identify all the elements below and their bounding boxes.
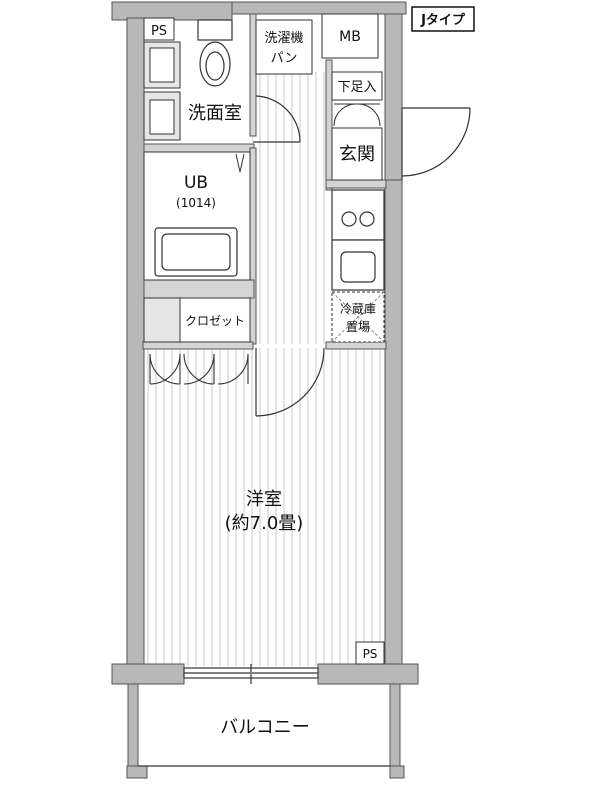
wall-bottom-left <box>111 663 185 685</box>
balcony-wall-left <box>127 683 139 767</box>
shoe-box-door <box>333 103 381 127</box>
closet-label: クロゼット <box>185 314 245 328</box>
wall-corridor-right <box>325 59 333 191</box>
room-door <box>255 347 325 417</box>
wall-right <box>384 13 403 181</box>
washer-pan-box <box>255 19 313 75</box>
wall-bottom-right <box>317 663 419 685</box>
balcony-wall-right <box>389 683 401 767</box>
type-label: Jタイプ <box>420 13 466 28</box>
wall-kitchen-top <box>325 179 387 189</box>
wall-right-lower <box>384 179 403 667</box>
shelf-lower-inner <box>149 99 175 135</box>
entrance-label: 玄関 <box>339 144 375 165</box>
wall-room-top <box>142 341 254 350</box>
bathtub-icon <box>154 227 238 277</box>
entrance-box <box>331 127 383 181</box>
balcony-window <box>183 664 319 684</box>
wall-wash-right <box>249 13 257 137</box>
western-room-size: (約7.0畳) <box>225 513 304 534</box>
interior-walls <box>142 13 387 350</box>
shoe-box <box>331 71 383 101</box>
fridge-line2: 置場 <box>346 320 370 334</box>
wall-ub-top <box>143 143 255 153</box>
entry-door <box>401 107 471 180</box>
wall-top-left <box>111 1 233 21</box>
mb-box <box>321 13 379 59</box>
washer-pan-line2: パン <box>271 51 298 66</box>
wall-room-top-right <box>325 341 387 350</box>
washroom-label: 洗面室 <box>188 103 242 124</box>
shoe-box-label: 下足入 <box>337 80 376 95</box>
wall-left <box>126 17 145 667</box>
type-label-box <box>411 6 475 32</box>
sink-icon <box>331 239 385 291</box>
washroom-door <box>253 95 301 143</box>
balcony-rail-right <box>389 765 405 779</box>
closet-doors <box>149 353 249 385</box>
ub-door-mark <box>235 153 245 173</box>
shelf-upper-inner <box>149 47 175 83</box>
closet-side-shelf <box>143 297 181 343</box>
mb-label: MB <box>339 29 361 45</box>
fridge-line1: 冷蔵庫 <box>340 302 376 316</box>
western-room-label: 洋室 <box>246 489 282 510</box>
wall-top-right <box>231 1 407 15</box>
balcony-rail-left <box>126 765 148 779</box>
western-room-floor <box>143 348 384 666</box>
ps-box-bottom <box>355 641 385 665</box>
exterior-walls <box>111 1 419 779</box>
washer-pan-line1: 洗濯機 <box>264 31 303 46</box>
washroom-shelves <box>143 41 181 141</box>
toilet-icon <box>197 19 233 87</box>
stove-icon <box>331 189 385 241</box>
fridge-space <box>331 291 385 343</box>
wall-corridor-left <box>249 147 257 345</box>
ub-label: UB <box>184 173 208 193</box>
ps-top-label: PS <box>151 24 167 39</box>
ps-bottom-label: PS <box>363 647 378 661</box>
wall-ub-bottom <box>143 279 255 299</box>
ps-box-top <box>143 17 175 41</box>
floor-stripes <box>143 72 384 666</box>
balcony-label: バルコニー <box>220 717 310 738</box>
ub-size: (1014) <box>176 196 216 210</box>
closet-box <box>179 297 251 343</box>
corridor-floor <box>252 72 330 344</box>
